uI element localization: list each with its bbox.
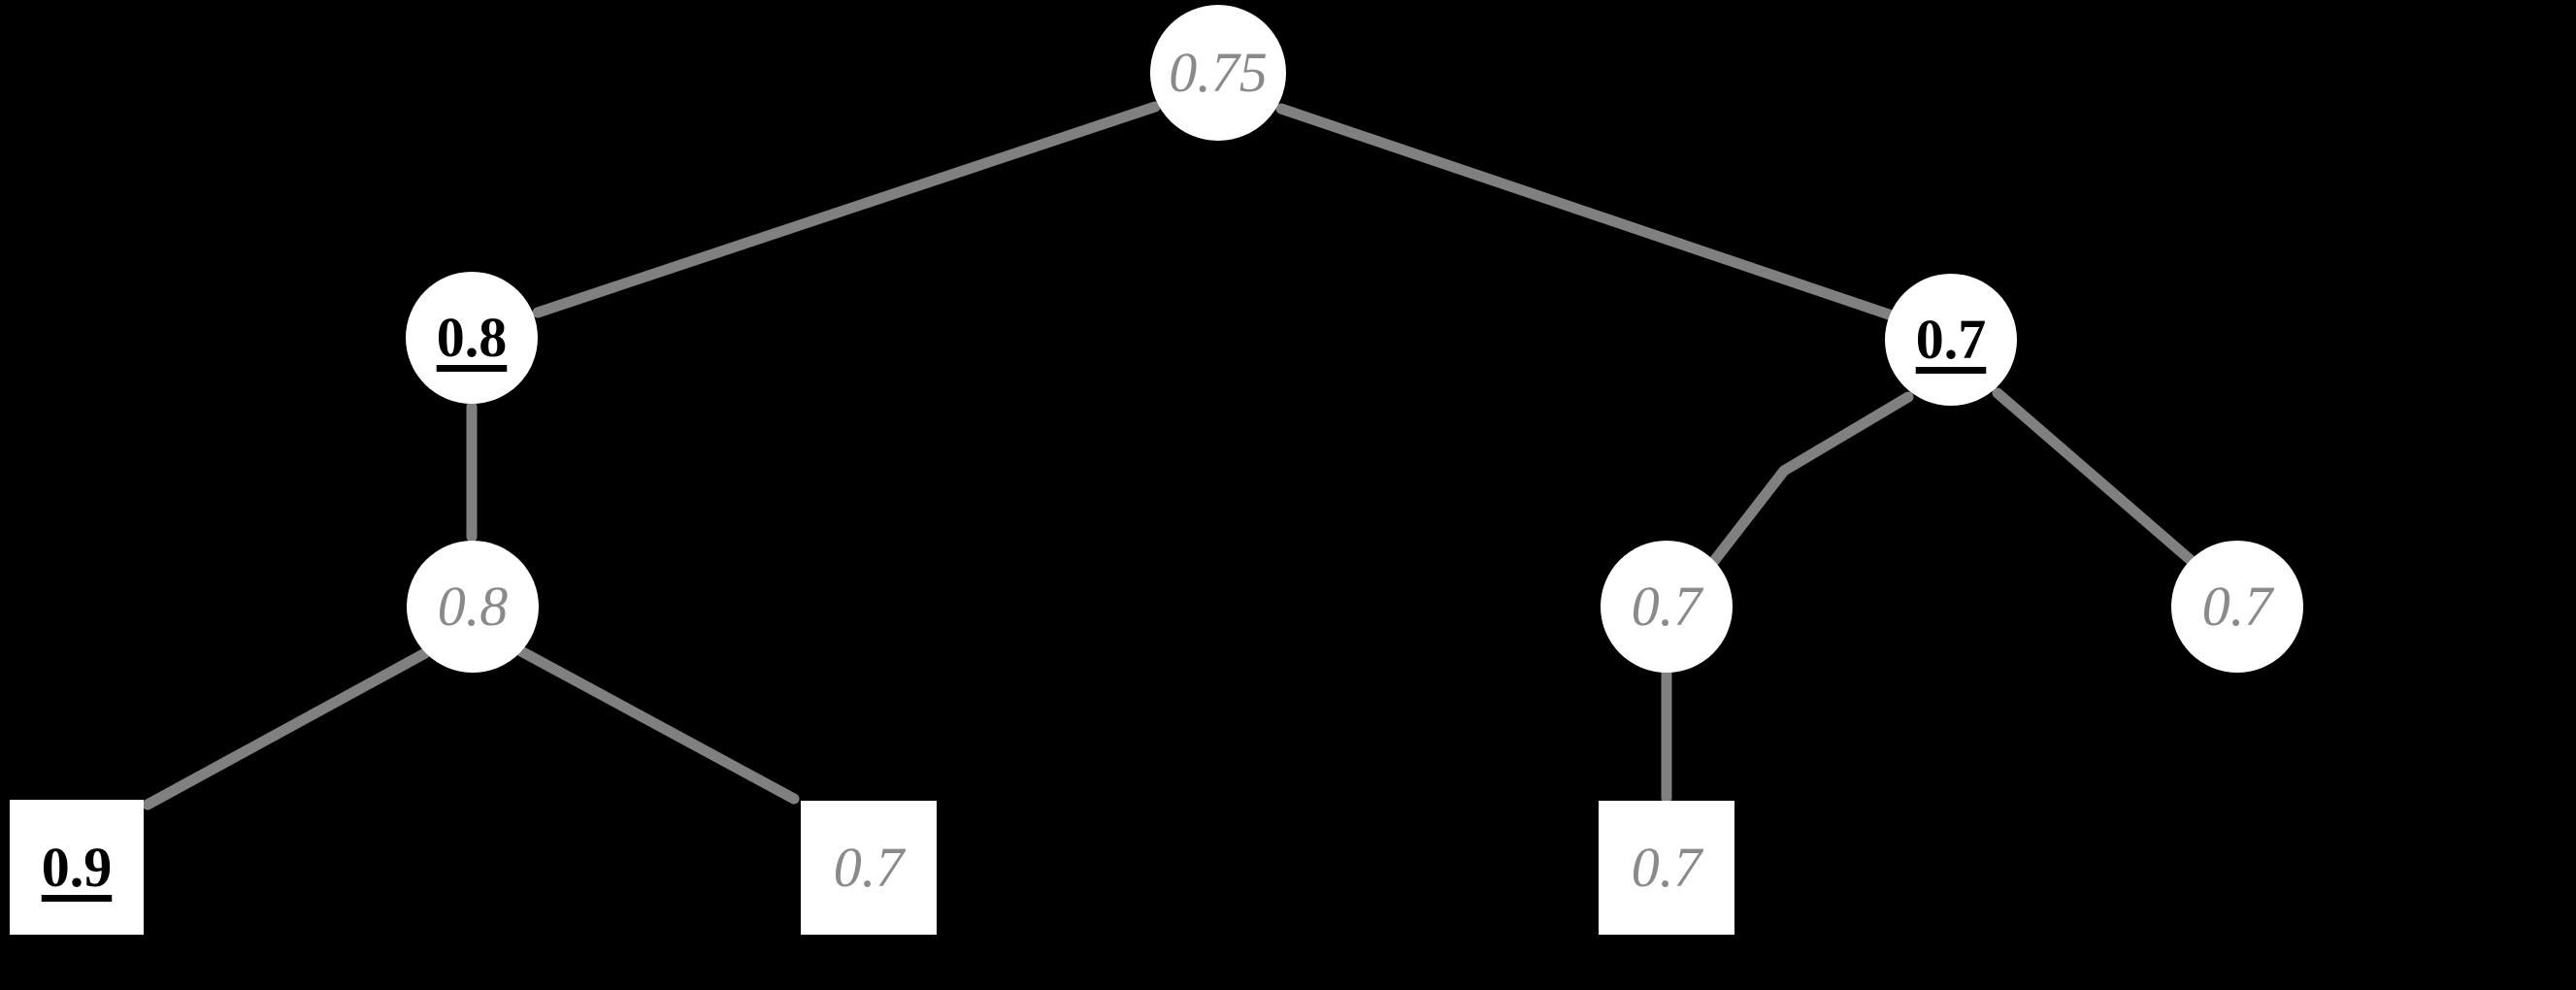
node-value-label: 0.7	[1915, 308, 1987, 371]
node-value-label: 0.7	[2201, 575, 2273, 638]
tree-node-right-max[interactable]: 0.7	[1885, 274, 2017, 406]
tree-node-left-max[interactable]: 0.8	[406, 272, 538, 404]
tree-node-leaf-right-0-7[interactable]: 0.7	[1599, 801, 1734, 935]
node-value-label: 0.7	[1631, 575, 1702, 638]
node-value-label: 0.9	[41, 835, 113, 899]
tree-node-leaf-0-9[interactable]: 0.9	[10, 800, 144, 935]
node-value-label: 0.8	[436, 306, 508, 369]
tree-node-right-min-a[interactable]: 0.7	[1601, 541, 1733, 673]
node-value-label: 0.8	[437, 575, 509, 638]
node-value-label: 0.7	[833, 836, 905, 899]
tree-edge	[532, 101, 1161, 318]
node-value-label: 0.7	[1631, 836, 1702, 899]
tree-edge	[515, 645, 800, 805]
tree-edge	[1275, 103, 1895, 320]
tree-edge	[1992, 387, 2197, 567]
tree-node-root[interactable]: 0.75	[1150, 5, 1286, 141]
tree-node-leaf-left-0-7[interactable]: 0.7	[801, 801, 937, 935]
tree-edge	[142, 647, 431, 810]
tree-edge	[1708, 391, 1914, 567]
tree-node-left-min[interactable]: 0.8	[407, 541, 539, 673]
node-value-label: 0.75	[1169, 41, 1268, 104]
tree-node-right-min-b[interactable]: 0.7	[2171, 541, 2303, 673]
